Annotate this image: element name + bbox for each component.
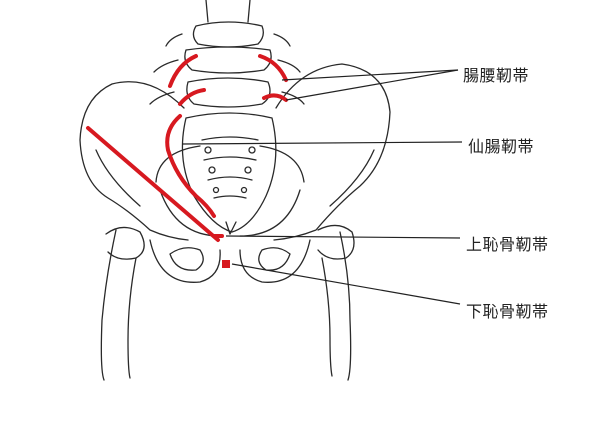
leader-iliolumbar-1 [281, 69, 459, 81]
iliolumbar-ligament-left-lower [178, 88, 206, 106]
sacroiliac-ligament [165, 114, 216, 218]
left-femur [100, 226, 145, 381]
pubis [149, 239, 311, 283]
inferior-pubic-ligament [222, 260, 230, 268]
leader-superior-pubic [225, 235, 461, 239]
label-sacroiliac-ligament: 仙腸靭帯 [468, 137, 535, 156]
leader-lines [181, 69, 463, 305]
pelvic-brim [159, 189, 301, 237]
iliolumbar-ligament-left-upper [168, 54, 198, 88]
label-iliolumbar-ligament: 腸腰靭帯 [463, 66, 530, 85]
ligaments [86, 54, 288, 268]
leader-inferior-pubic [231, 263, 461, 305]
iliolumbar-ligament-right-lower [262, 93, 288, 102]
pelvic-inlet [155, 145, 305, 183]
inguinal-band [86, 126, 220, 242]
label-superior-pubic-ligament: 上恥骨靭帯 [466, 235, 549, 254]
right-femur [317, 224, 355, 381]
leader-iliolumbar-2 [285, 69, 459, 101]
lumbar-spine [149, 0, 305, 108]
iliolumbar-ligament-right-upper [258, 54, 288, 82]
sacrum [181, 112, 277, 235]
label-inferior-pubic-ligament: 下恥骨靭帯 [466, 302, 549, 321]
leader-sacroiliac [181, 141, 463, 145]
